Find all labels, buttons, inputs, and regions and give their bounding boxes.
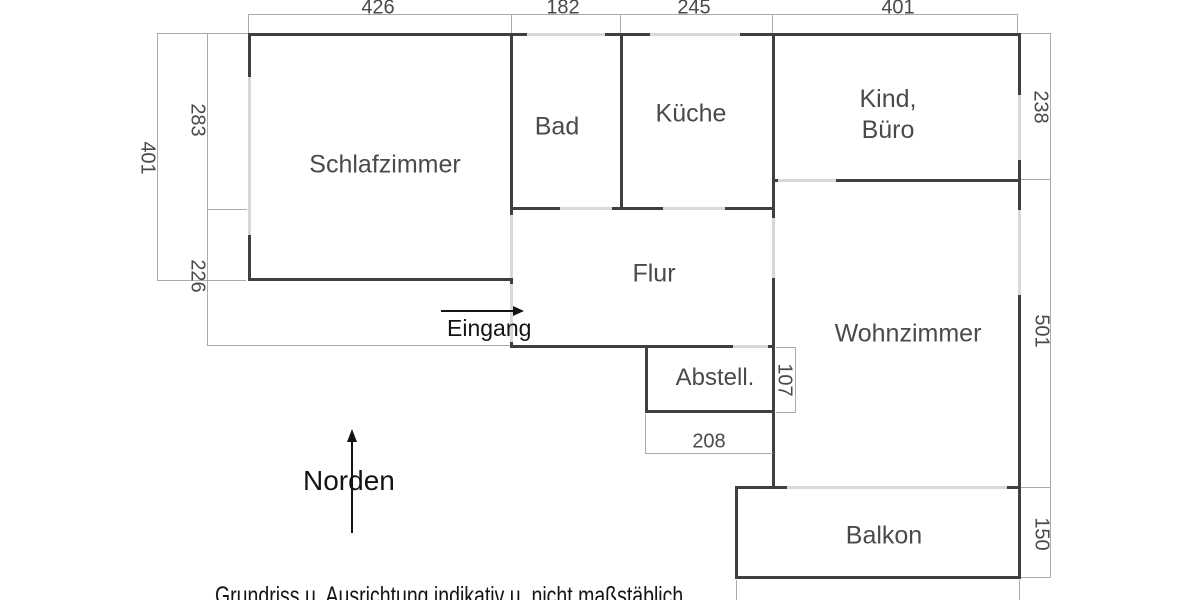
- dim-line-abstell-height: [795, 347, 796, 412]
- room-label-abstell: Abstell.: [675, 364, 755, 391]
- north-label: Norden: [303, 465, 395, 496]
- schlafzimmer-right-wall: [510, 33, 513, 215]
- bad-window: [527, 33, 605, 36]
- kind-buero-door: [778, 179, 836, 182]
- abstell-bottom-wall: [645, 410, 775, 413]
- dim-line-left-inner: [207, 33, 208, 346]
- kueche-window: [650, 33, 740, 36]
- dim-tick: [1021, 179, 1050, 180]
- balkon-bottom-wall: [735, 576, 1021, 579]
- dim-tick: [776, 412, 796, 413]
- dim-tick: [207, 345, 510, 346]
- flur-bottom-wall: [510, 345, 733, 348]
- dim-tick: [1017, 14, 1018, 33]
- entrance-door: [510, 284, 513, 342]
- dim-label-top-schlafzimmer: 426: [361, 0, 395, 19]
- entrance-arrow-head: [513, 306, 524, 316]
- room-label-kind-buero-line1: Kind,: [859, 85, 917, 113]
- bad-door: [560, 207, 612, 210]
- right-wall-b: [1018, 160, 1021, 210]
- kind-buero-bottom-wall-stub: [772, 179, 778, 182]
- dim-label-top-kueche: 245: [677, 0, 711, 19]
- dim-label-abstell-width: 208: [692, 430, 726, 453]
- dim-tick: [1019, 580, 1020, 600]
- room-label-kind-buero-line2: Büro: [861, 116, 915, 144]
- center-wall-lower: [772, 278, 775, 489]
- schlafzimmer-door: [510, 215, 513, 278]
- balkon-top-wall-stub: [1007, 486, 1021, 489]
- dim-tick: [645, 414, 646, 453]
- schlafzimmer-bottom-wall: [248, 278, 513, 281]
- dim-tick: [776, 347, 796, 348]
- dim-tick: [1021, 33, 1050, 34]
- left-wall-upper: [248, 33, 251, 77]
- dim-label-right-balkon: 150: [1030, 517, 1053, 551]
- dim-tick: [736, 580, 737, 600]
- entrance-arrow: [441, 310, 515, 312]
- dim-label-left-outer: 401: [136, 141, 159, 175]
- room-label-balkon: Balkon: [845, 521, 923, 550]
- dim-tick: [620, 14, 621, 33]
- balkon-door: [787, 486, 1007, 489]
- flur-top-wall-a: [510, 207, 560, 210]
- dim-tick: [207, 209, 247, 210]
- dim-label-right-wohnzimmer: 501: [1030, 314, 1053, 348]
- top-wall-bad-kueche: [605, 33, 650, 36]
- room-label-flur: Flur: [632, 259, 676, 288]
- bad-kueche-divider-wall: [620, 33, 623, 210]
- north-arrow-head: [347, 429, 357, 442]
- flur-top-wall-c: [725, 207, 775, 210]
- dim-tick: [157, 280, 246, 281]
- wohnzimmer-window: [1018, 210, 1021, 295]
- right-wall-c: [1018, 295, 1021, 489]
- dim-label-top-kind-buero: 401: [881, 0, 915, 19]
- top-wall-kind-buero: [740, 33, 1021, 36]
- dim-label-abstell-height: 107: [773, 363, 796, 397]
- abstell-left-wall: [645, 345, 648, 413]
- room-label-kind-buero: Kind, Büro: [860, 84, 917, 146]
- dim-label-top-bad: 182: [546, 0, 580, 19]
- disclaimer-text: Grundriss u. Ausrichtung indikativ u. ni…: [215, 582, 684, 600]
- entrance-label: Eingang: [447, 315, 532, 341]
- kueche-door: [663, 207, 725, 210]
- dim-tick: [248, 14, 249, 33]
- left-wall-lower: [248, 235, 251, 281]
- wohnzimmer-bottom-wall: [735, 486, 787, 489]
- dim-tick: [157, 33, 248, 34]
- dim-label-left-upper: 283: [186, 103, 209, 137]
- right-wall-a: [1018, 33, 1021, 95]
- dim-label-left-lower: 226: [186, 259, 209, 293]
- flur-left-wall-stub: [510, 278, 513, 284]
- room-label-bad: Bad: [534, 112, 580, 141]
- room-label-kueche: Küche: [655, 99, 727, 128]
- kind-buero-bottom-wall: [836, 179, 1021, 182]
- flur-wohnzimmer-opening: [772, 218, 775, 278]
- abstell-door: [733, 345, 768, 348]
- balkon-right-wall: [1018, 486, 1021, 579]
- dim-line-top: [248, 14, 1018, 15]
- schlafzimmer-window: [248, 77, 251, 235]
- flur-bottom-wall-stub: [768, 345, 775, 348]
- dim-line-right: [1050, 33, 1051, 578]
- flur-top-wall-b: [612, 207, 663, 210]
- top-wall-schlafzimmer: [248, 33, 527, 36]
- balkon-left-wall: [735, 486, 738, 579]
- kind-buero-window: [1018, 95, 1021, 160]
- dim-tick: [1021, 577, 1050, 578]
- north-arrow: [351, 440, 353, 533]
- dim-tick: [1021, 487, 1050, 488]
- room-label-schlafzimmer: Schlafzimmer: [309, 150, 461, 179]
- dim-tick: [772, 14, 773, 33]
- dim-label-right-kind-buero: 238: [1029, 90, 1052, 124]
- room-label-wohnzimmer: Wohnzimmer: [834, 319, 982, 348]
- dim-line-abstell-width: [645, 453, 773, 454]
- center-wall-upper: [772, 33, 775, 218]
- dim-line-left-outer: [157, 33, 158, 281]
- dim-tick: [511, 14, 512, 33]
